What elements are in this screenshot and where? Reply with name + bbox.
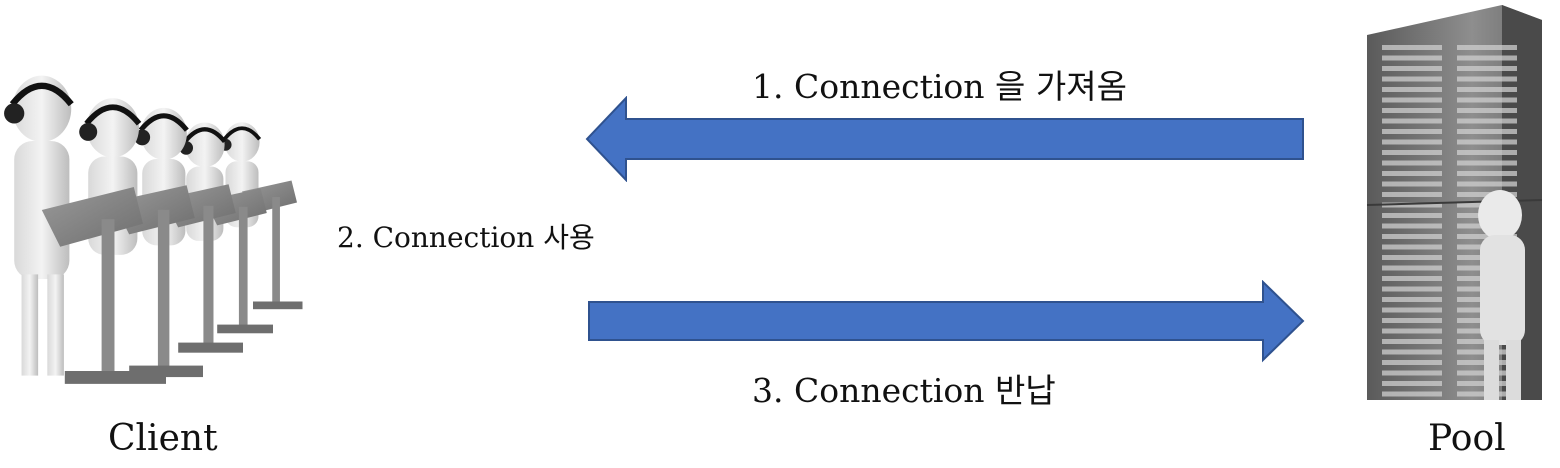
rack-slot xyxy=(1382,140,1442,145)
rack-slot xyxy=(1382,87,1442,92)
rack-slot xyxy=(1457,140,1517,145)
rack-slot xyxy=(1457,108,1517,113)
rack-slot xyxy=(1457,98,1517,103)
rack-slot xyxy=(1457,161,1517,166)
rack-slot xyxy=(1457,66,1517,71)
rack-slot xyxy=(1382,329,1442,334)
rack-slot xyxy=(1382,213,1442,218)
rack-slot xyxy=(1457,45,1517,50)
operators-figure xyxy=(0,60,330,400)
rack-slot xyxy=(1382,255,1442,260)
rack-slot xyxy=(1457,119,1517,124)
rack-slot xyxy=(1382,318,1442,323)
rack-slot xyxy=(1382,276,1442,281)
rack-slot xyxy=(1382,360,1442,365)
rack-slot xyxy=(1382,308,1442,313)
rack-slot xyxy=(1382,66,1442,71)
rack-slot xyxy=(1382,129,1442,134)
rack-slot xyxy=(1382,234,1442,239)
rack-slot xyxy=(1382,45,1442,50)
rack-slot xyxy=(1382,287,1442,292)
rack-slot xyxy=(1382,297,1442,302)
fetch-arrow xyxy=(585,96,1305,182)
step1-label: 1. Connection 을 가져옴 xyxy=(752,60,1127,108)
rack-slot xyxy=(1382,339,1442,344)
rack-slot xyxy=(1382,371,1442,376)
rack-slot xyxy=(1382,56,1442,61)
rack-slot xyxy=(1382,171,1442,176)
pool-caption: Pool xyxy=(1428,418,1506,459)
server-rack-figure xyxy=(1362,5,1552,405)
fetch-arrow-shape xyxy=(587,98,1303,180)
rack-slot xyxy=(1457,129,1517,134)
rack-slot xyxy=(1382,119,1442,124)
rack-slot xyxy=(1382,161,1442,166)
rack-slot xyxy=(1382,77,1442,82)
rack-slot xyxy=(1382,266,1442,271)
step2-label: 2. Connection 사용 xyxy=(337,216,595,256)
return-arrow xyxy=(587,280,1307,366)
rack-slot xyxy=(1382,182,1442,187)
step3-label: 3. Connection 반납 xyxy=(752,364,1056,412)
return-arrow-shape xyxy=(589,282,1303,360)
rack-slot xyxy=(1457,150,1517,155)
pool-illustration xyxy=(1362,5,1552,405)
client-illustration xyxy=(0,60,330,400)
rack-slot xyxy=(1382,98,1442,103)
rack-slot xyxy=(1457,182,1517,187)
rack-slot xyxy=(1457,56,1517,61)
rack-slot xyxy=(1382,381,1442,386)
rack-slot xyxy=(1382,350,1442,355)
rack-slot xyxy=(1457,171,1517,176)
rack-slot xyxy=(1382,224,1442,229)
rack-slot xyxy=(1382,108,1442,113)
rack-slot xyxy=(1382,150,1442,155)
client-caption: Client xyxy=(108,418,218,459)
rack-slot xyxy=(1457,77,1517,82)
rack-slot xyxy=(1382,192,1442,197)
rack-slot xyxy=(1382,392,1442,397)
rack-slot xyxy=(1457,87,1517,92)
rack-slot xyxy=(1382,245,1442,250)
